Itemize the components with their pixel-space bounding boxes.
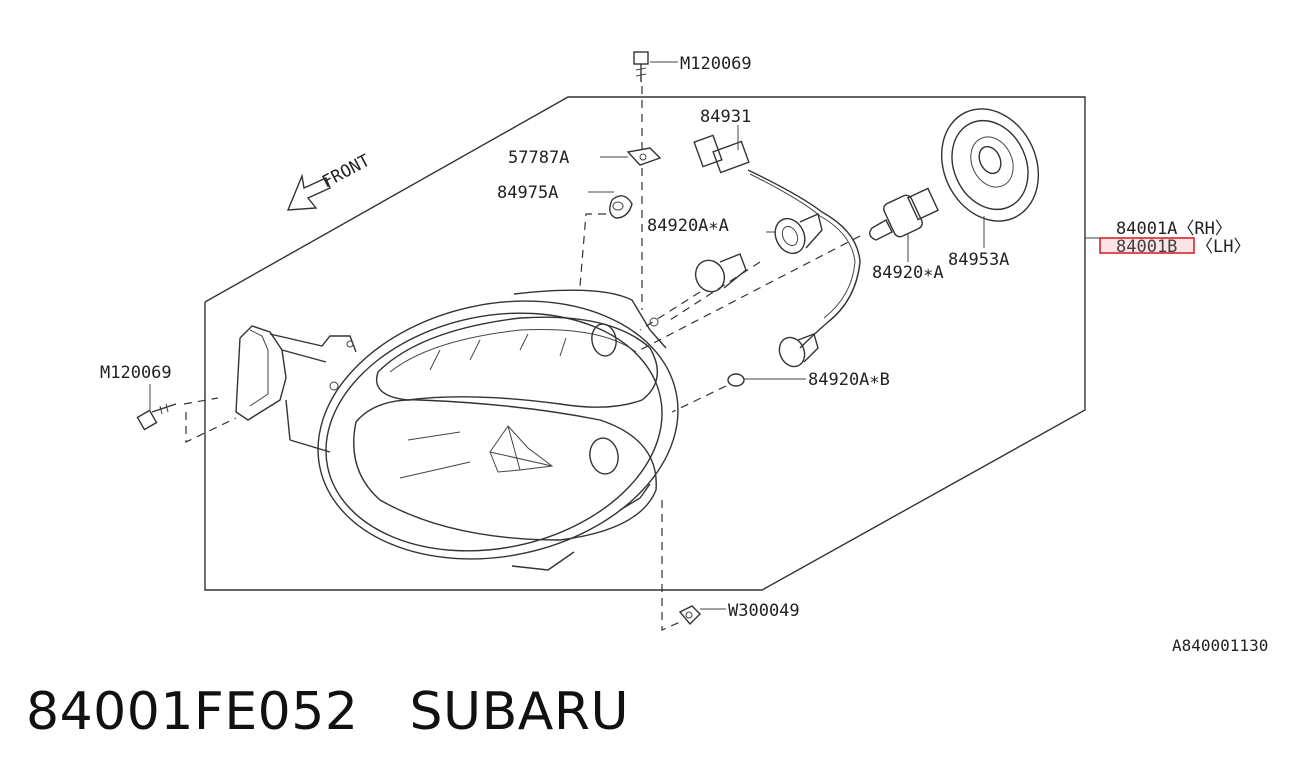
headlamp-housing — [235, 289, 679, 571]
dash-nut — [661, 500, 681, 631]
socket-b-icon — [727, 333, 819, 387]
label-nut: W300049 — [728, 601, 800, 621]
label-bulb-a-right: 84920∗A — [872, 263, 944, 283]
front-label: FRONT — [319, 151, 374, 193]
brand-name: SUBARU — [409, 682, 630, 742]
small-bulb-icon — [694, 253, 747, 293]
label-assembly-lh-code: 84001B — [1116, 237, 1177, 257]
label-grommet: 84975A — [497, 183, 558, 203]
nut-icon — [678, 605, 701, 626]
highlight-assembly-lh — [1099, 237, 1195, 254]
dash-socket-a — [669, 261, 761, 321]
label-bracket: 57787A — [508, 148, 569, 168]
left-bolt-icon — [136, 403, 177, 431]
part-caption: 84001FE052 SUBARU — [26, 682, 629, 742]
dash-grommet — [579, 213, 606, 287]
front-arrow-icon — [286, 173, 331, 211]
wire-harness — [747, 169, 861, 349]
dash-bulb-a — [639, 291, 701, 331]
dash-bulb-b — [671, 385, 727, 413]
label-assembly-lh-side: 〈LH〉 — [1196, 237, 1250, 257]
assembly-boundary — [204, 96, 1086, 591]
label-cap: 84953A — [948, 250, 1009, 270]
socket-a-icon — [774, 213, 823, 255]
headlight-bulb-icon — [869, 187, 939, 241]
top-bolt-icon — [633, 51, 649, 82]
dash-bracket-left — [185, 412, 237, 443]
connector-icon — [693, 134, 750, 174]
label-bulb-b: 84920A∗B — [808, 370, 890, 390]
label-bulb-a-left: 84920A∗A — [647, 216, 729, 236]
dash-bolt-left — [183, 397, 219, 405]
bracket-icon — [626, 147, 662, 166]
grommet-icon — [609, 195, 633, 219]
label-bolt-top: M120069 — [680, 54, 752, 74]
dash-main-axis — [639, 235, 861, 351]
label-connector: 84931 — [700, 107, 751, 127]
label-bolt-left: M120069 — [100, 363, 172, 383]
cap-icon — [940, 108, 1040, 222]
figure-code: A840001130 — [1172, 636, 1269, 655]
label-assembly-rh: 84001A〈RH〉 — [1116, 219, 1232, 239]
part-number: 84001FE052 — [26, 682, 359, 742]
